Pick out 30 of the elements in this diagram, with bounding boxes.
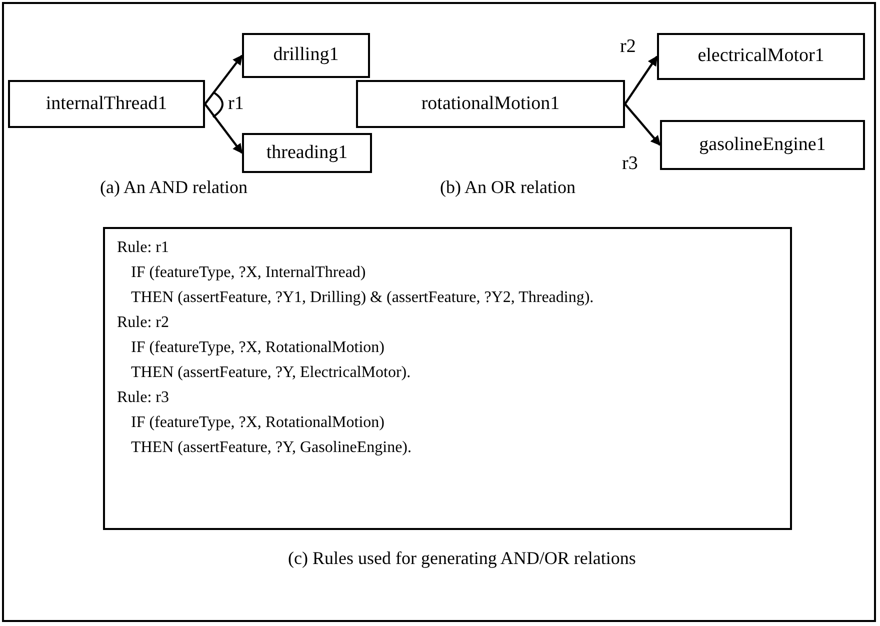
- rule-heading: Rule: r1: [117, 238, 170, 258]
- rules-box: [103, 227, 792, 530]
- arrow: [204, 103, 243, 154]
- entity-name: gasolineEngine1: [699, 132, 826, 157]
- rule-line: THEN (assertFeature, ?Y, GasolineEngine).: [130, 438, 413, 458]
- entity-name: threading1: [266, 140, 348, 165]
- entity-box: [8, 80, 205, 128]
- entity-box: [242, 33, 370, 78]
- entity-name: internalThread1: [46, 92, 168, 116]
- caption: (b) An OR relation: [440, 176, 576, 198]
- entity-name: electricalMotor1: [698, 44, 824, 68]
- entity-box: [660, 120, 865, 170]
- relation-label: r1: [228, 93, 244, 115]
- entity-box: [356, 80, 625, 128]
- entity-box: [242, 133, 372, 173]
- rule-line: IF (featureType, ?X, RotationalMotion): [130, 338, 386, 358]
- arrow: [624, 103, 661, 146]
- rule-heading: Rule: r2: [117, 313, 170, 333]
- caption: (c) Rules used for generating AND/OR relations: [288, 547, 636, 569]
- rule-heading: Rule: r3: [117, 388, 170, 408]
- entity-name: drilling1: [273, 43, 339, 68]
- rule-line: IF (featureType, ?X, RotationalMotion): [130, 413, 386, 433]
- rule-line: IF (featureType, ?X, InternalThread): [130, 263, 367, 283]
- arrow: [204, 54, 243, 105]
- entity-box: [657, 33, 865, 80]
- arrow: [624, 56, 658, 105]
- caption: (a) An AND relation: [100, 176, 248, 198]
- rule-line: THEN (assertFeature, ?Y, ElectricalMotor).: [130, 363, 412, 383]
- entity-name: rotationalMotion1: [421, 92, 560, 116]
- rule-line: THEN (assertFeature, ?Y1, Drilling) & (assertFeature, ?Y2, Threading).: [130, 288, 595, 308]
